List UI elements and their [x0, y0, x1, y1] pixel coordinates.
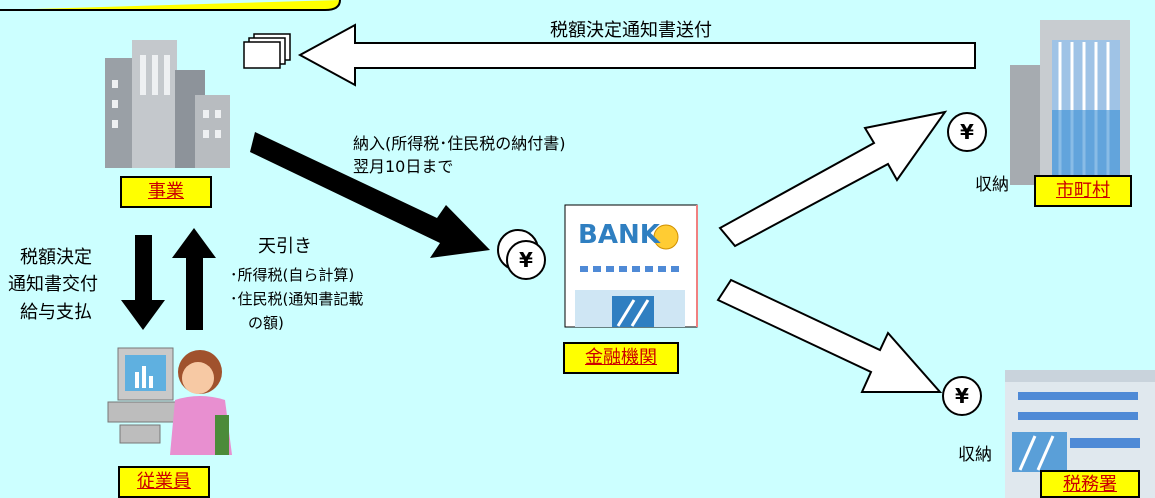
- banner-frame: [0, 0, 341, 11]
- yen-coin-bank: ¥: [506, 240, 546, 280]
- employee-box: 従業員: [118, 466, 210, 498]
- tax-office-box: 税務署: [1040, 470, 1140, 498]
- tax-office-arrow: [716, 278, 943, 393]
- bank-building-icon: [564, 204, 698, 328]
- notice-sent-label: 税額決定通知書送付: [550, 20, 712, 41]
- notice-arrow: [297, 23, 976, 87]
- payment-arrow: [250, 132, 490, 258]
- yen-coin-city: ¥: [947, 112, 987, 152]
- left-label-line2: 通知書交付: [8, 274, 98, 295]
- left-label-line3: 給与支払: [20, 302, 92, 323]
- bank-sign: BANK: [578, 220, 660, 250]
- employee-at-computer-icon: [107, 347, 232, 455]
- office-building-icon: [105, 40, 230, 168]
- business-box: 事業: [120, 176, 212, 208]
- bank-box: 金融機関: [563, 342, 679, 374]
- collect-city-label: 収納: [975, 175, 1009, 195]
- withhold-item-resident-tax: ･住民税(通知書記載: [230, 290, 364, 308]
- city-arrow: [718, 110, 948, 248]
- collect-tax-office-label: 収納: [958, 445, 992, 465]
- yen-coin-tax-office: ¥: [942, 376, 982, 416]
- withhold-item-income-tax: ･所得税(自ら計算): [230, 266, 355, 284]
- city-box: 市町村: [1034, 175, 1132, 207]
- payment-label-line2: 翌月10日まで: [353, 157, 454, 176]
- withhold-title: 天引き: [258, 236, 312, 257]
- city-hall-icon: [1010, 20, 1130, 185]
- withhold-item-resident-tax-cont: の額): [248, 314, 284, 332]
- down-arrow: [121, 235, 165, 330]
- left-label-line1: 税額決定: [20, 247, 92, 268]
- payment-label-line1: 納入(所得税･住民税の納付書): [353, 134, 566, 153]
- document-stack-icon: [243, 33, 291, 69]
- up-arrow: [172, 228, 216, 330]
